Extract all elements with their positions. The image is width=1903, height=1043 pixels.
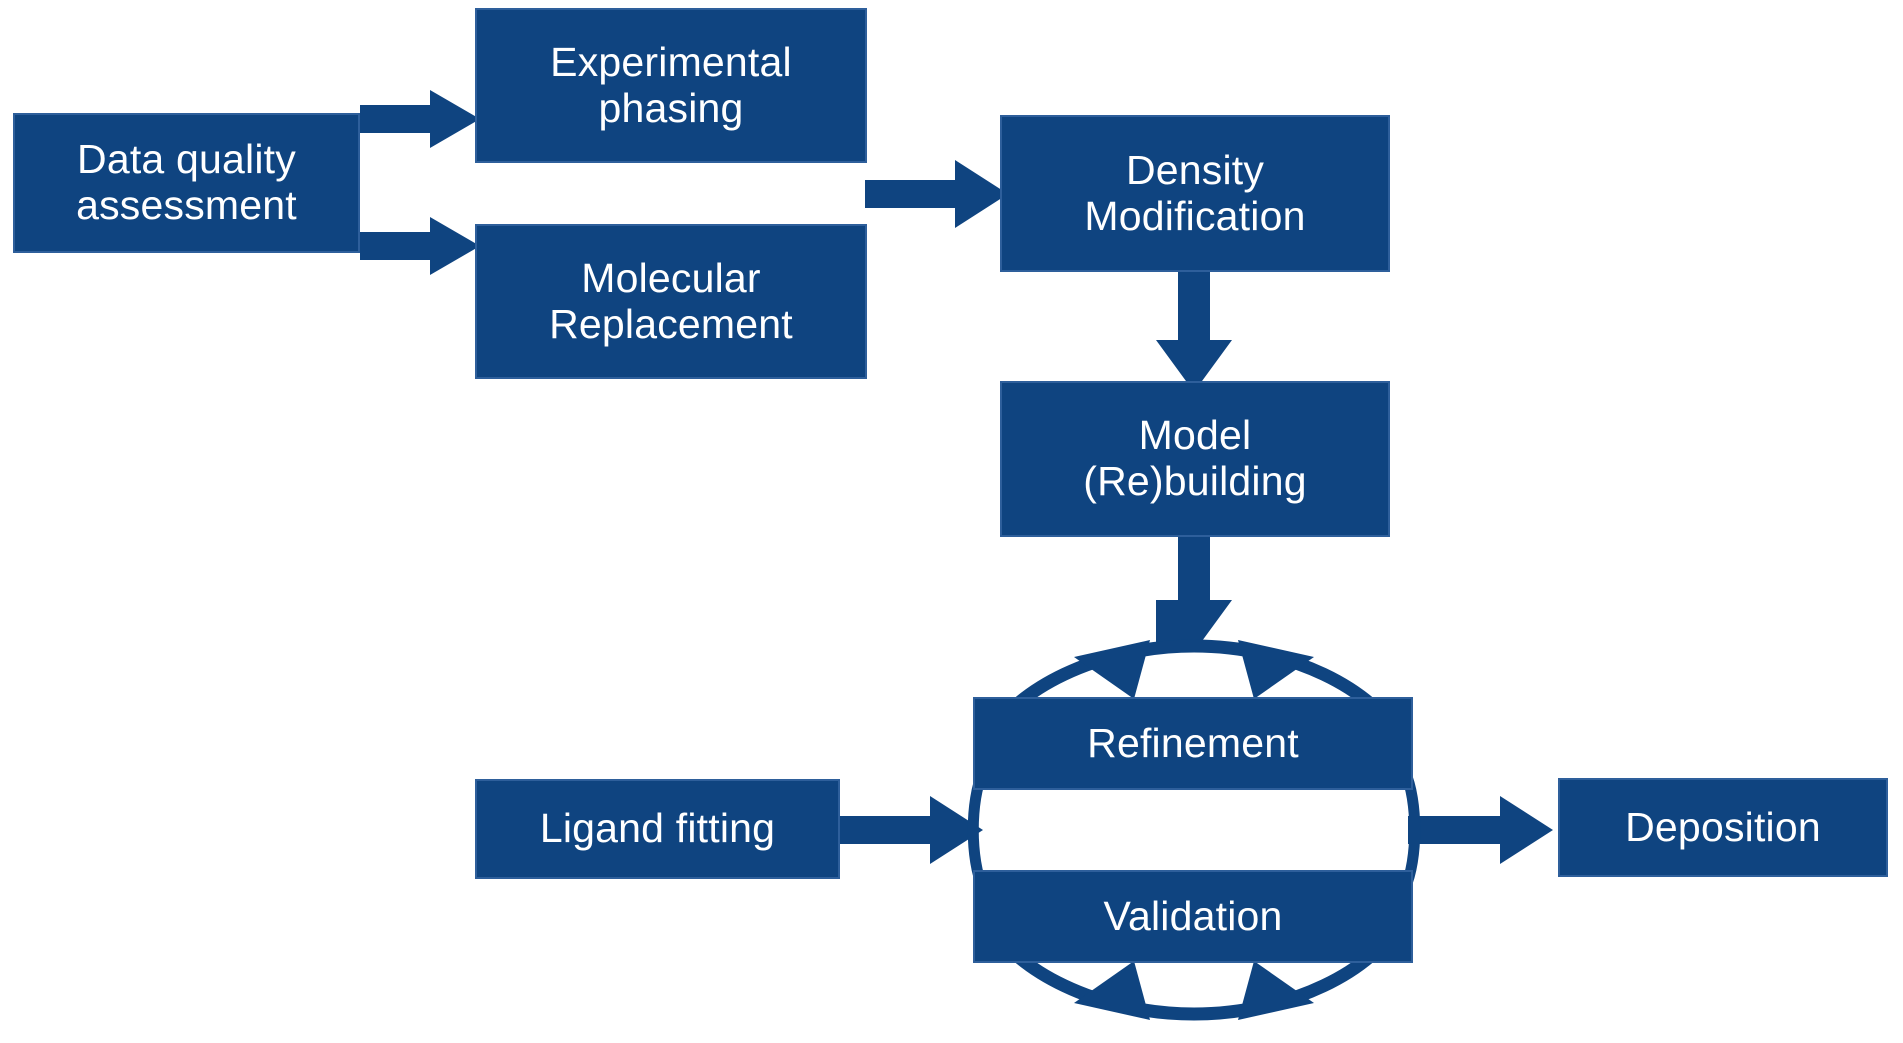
node-density-modification[interactable]: Density Modification bbox=[1000, 115, 1390, 272]
node-validation[interactable]: Validation bbox=[973, 870, 1413, 963]
node-label-line2: Replacement bbox=[549, 300, 793, 347]
node-experimental-phasing[interactable]: Experimental phasing bbox=[475, 8, 867, 163]
node-model-rebuilding[interactable]: Model (Re)building bbox=[1000, 381, 1390, 537]
node-label-line2: assessment bbox=[76, 182, 297, 228]
node-label-line2: (Re)building bbox=[1083, 458, 1307, 504]
node-label-line2: Modification bbox=[1084, 192, 1306, 239]
node-label-line1: Model bbox=[1138, 412, 1252, 459]
node-label-line1: Density bbox=[1125, 146, 1265, 193]
node-label-line1: Experimental bbox=[550, 38, 792, 85]
arrow-ligand-fitting-to-refinement bbox=[840, 796, 983, 864]
node-label-line1: Ligand fitting bbox=[539, 805, 776, 852]
arrow-density-modification-to-model-rebuilding bbox=[1156, 268, 1232, 392]
node-data-quality-assessment[interactable]: Data quality assessment bbox=[13, 113, 360, 253]
arrow-phasing-to-density-modification bbox=[865, 160, 1008, 228]
node-refinement[interactable]: Refinement bbox=[973, 697, 1413, 790]
node-molecular-replacement[interactable]: Molecular Replacement bbox=[475, 224, 867, 379]
node-ligand-fitting[interactable]: Ligand fitting bbox=[475, 779, 840, 879]
node-label-line1: Deposition bbox=[1625, 803, 1821, 850]
arrow-dq-to-molecular-replacement bbox=[360, 217, 480, 275]
node-label-line1: Molecular bbox=[581, 254, 761, 301]
arrow-dq-to-experimental-phasing bbox=[360, 90, 480, 148]
node-label-line1: Validation bbox=[1103, 892, 1283, 939]
node-label-line1: Refinement bbox=[1087, 719, 1299, 766]
arrow-refinement-to-deposition bbox=[1408, 796, 1553, 864]
node-deposition[interactable]: Deposition bbox=[1558, 778, 1888, 877]
node-label-line2: phasing bbox=[598, 84, 744, 131]
arrow-model-rebuilding-to-refinement bbox=[1156, 531, 1232, 652]
node-label-line1: Data quality bbox=[77, 136, 296, 183]
